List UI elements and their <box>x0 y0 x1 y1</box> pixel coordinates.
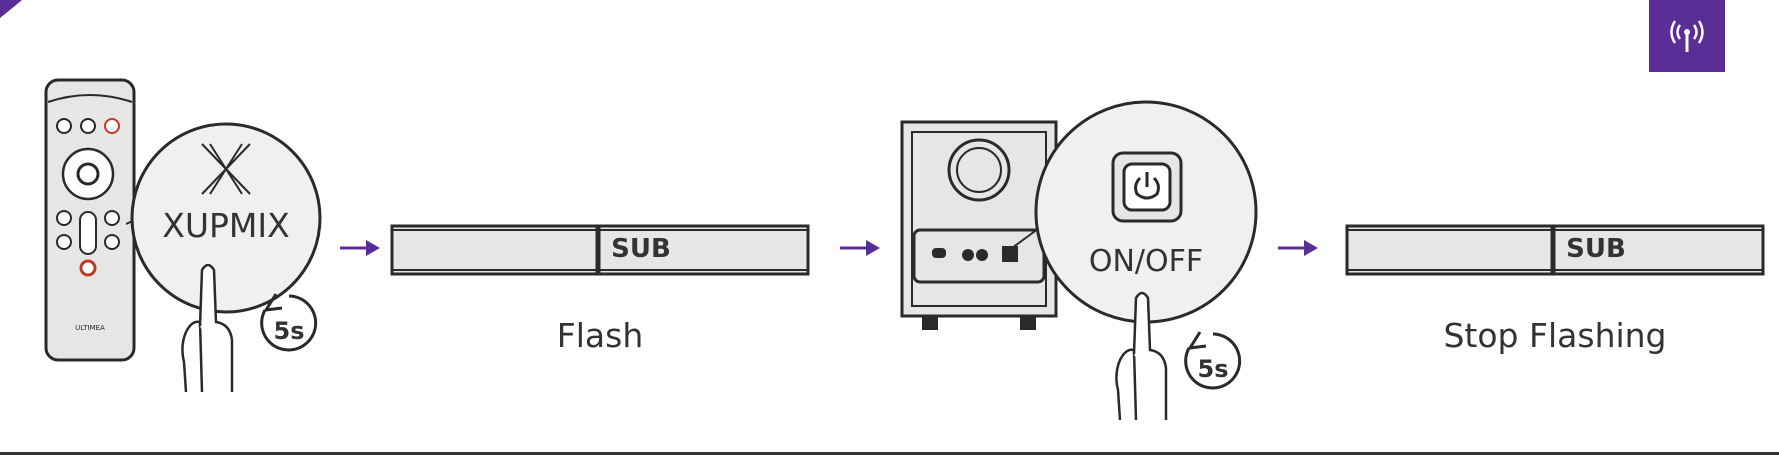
pointing-hand-icon <box>1115 291 1168 421</box>
arrow-right-icon <box>340 240 380 256</box>
arrow-right-icon <box>840 240 880 256</box>
divider <box>0 452 1779 455</box>
soundbar <box>390 224 810 276</box>
pointing-hand-icon <box>181 263 234 393</box>
soundbar-display-text: SUB <box>611 234 671 264</box>
remote-control: ULTIMEA <box>44 78 136 362</box>
step-caption-flash: Flash <box>556 316 644 355</box>
hold-time-label: 5s <box>273 317 305 345</box>
soundbar <box>1345 224 1765 276</box>
power-icon <box>1111 151 1183 223</box>
step-caption-stop-flashing: Stop Flashing <box>1443 316 1667 355</box>
timer-icon <box>1184 331 1242 390</box>
wifi-pairing-icon <box>1649 0 1725 72</box>
remote-zoom-circle <box>126 122 322 314</box>
timer-icon <box>260 293 318 352</box>
soundbar-display-text: SUB <box>1566 234 1626 264</box>
hold-time-label: 5s <box>1197 355 1229 383</box>
subwoofer-zoom-label: ON/OFF <box>1088 244 1204 279</box>
svg-text:ULTIMEA: ULTIMEA <box>75 324 105 332</box>
subwoofer <box>900 120 1058 330</box>
remote-zoom-label: XUPMIX <box>162 206 290 245</box>
arrow-right-icon <box>1278 240 1318 256</box>
corner-decoration <box>0 0 22 18</box>
